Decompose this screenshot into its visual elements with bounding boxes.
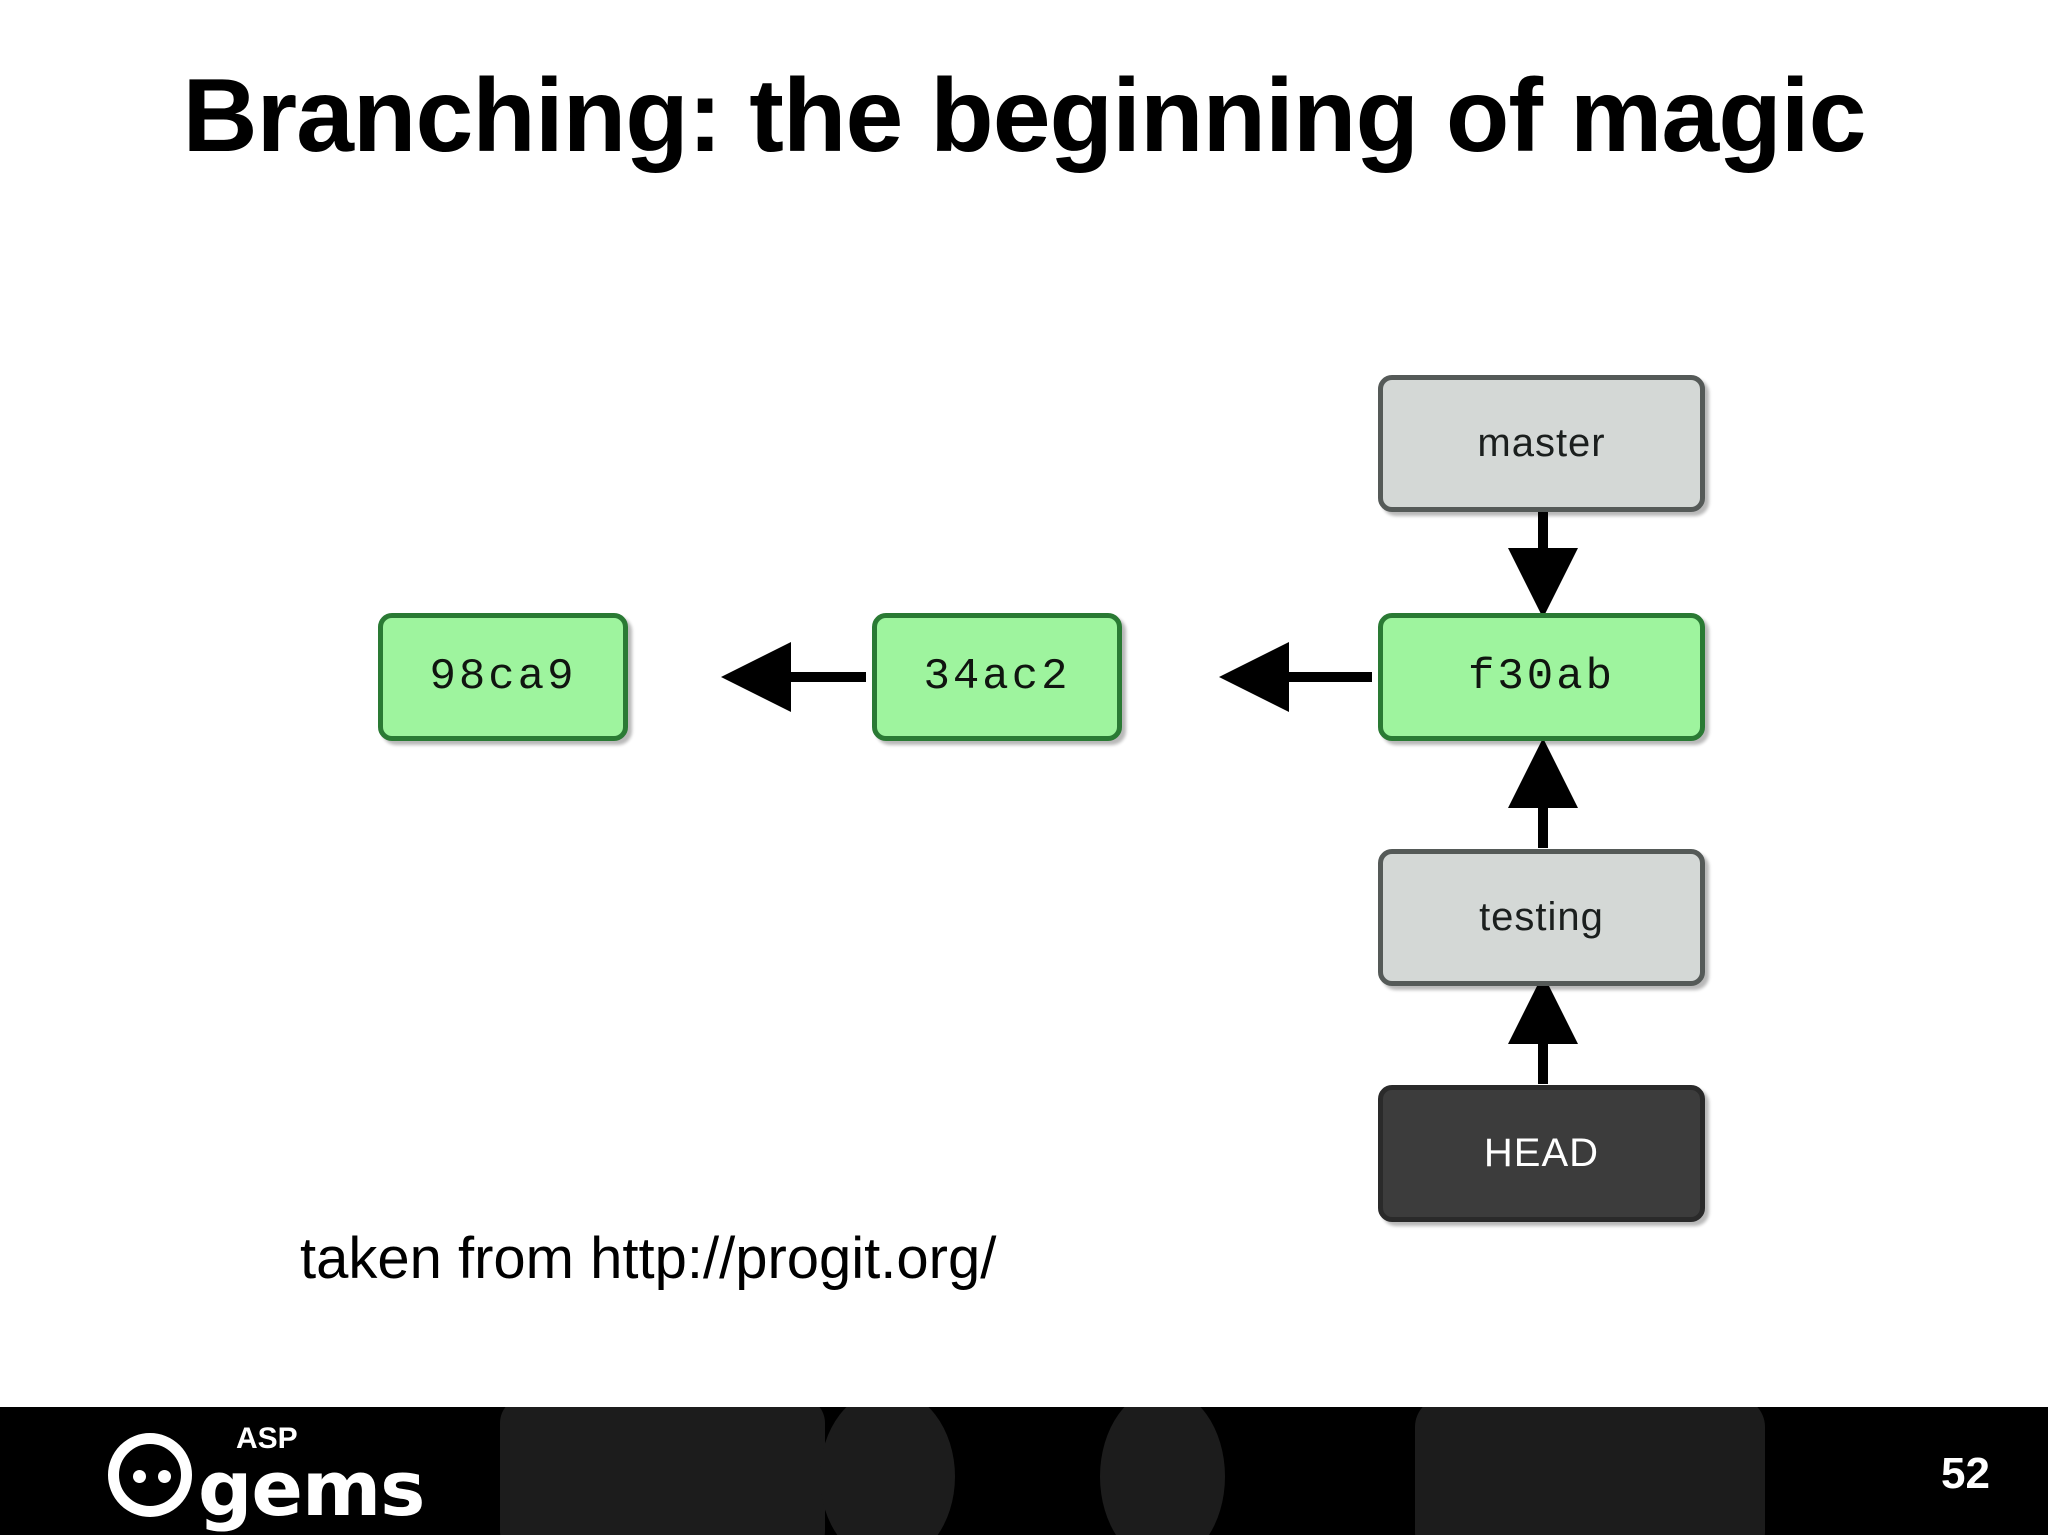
slide-footer xyxy=(0,1407,2048,1535)
logo-asp-text: ASP xyxy=(236,1421,298,1455)
footer-decoration-shape xyxy=(820,1407,955,1535)
commit-node-f30ab[interactable]: f30ab xyxy=(1378,613,1705,741)
footer-decoration-shape xyxy=(1415,1407,1765,1535)
page-number: 52 xyxy=(1941,1449,1990,1498)
logo-wordmark: ASP gems xyxy=(198,1421,425,1533)
git-branching-diagram: 98ca9 34ac2 f30ab master testing HEAD xyxy=(0,340,2048,1280)
eye-left-icon xyxy=(133,1470,146,1483)
page-title: Branching: the beginning of magic xyxy=(182,58,1867,174)
branch-node-master[interactable]: master xyxy=(1378,375,1705,512)
branch-node-testing[interactable]: testing xyxy=(1378,849,1705,986)
commit-label: 34ac2 xyxy=(923,652,1071,702)
branch-label: testing xyxy=(1479,895,1604,939)
commit-label: f30ab xyxy=(1467,652,1616,702)
smiley-face-icon xyxy=(108,1433,192,1517)
diagram-arrows-layer xyxy=(720,512,1578,1084)
head-pointer-node[interactable]: HEAD xyxy=(1378,1085,1705,1222)
footer-decoration-shape xyxy=(500,1407,825,1535)
commit-label: 98ca9 xyxy=(429,652,577,702)
logo-gems-text: gems xyxy=(198,1443,425,1533)
head-label: HEAD xyxy=(1483,1131,1600,1175)
commit-node-98ca9[interactable]: 98ca9 xyxy=(378,613,628,741)
branch-label: master xyxy=(1477,421,1606,465)
source-caption: taken from http://progit.org/ xyxy=(300,1226,997,1291)
footer-decoration-shape xyxy=(1100,1407,1225,1535)
commit-node-34ac2[interactable]: 34ac2 xyxy=(872,613,1122,741)
aspgems-logo: ASP gems xyxy=(108,1421,425,1533)
eye-right-icon xyxy=(158,1470,171,1483)
